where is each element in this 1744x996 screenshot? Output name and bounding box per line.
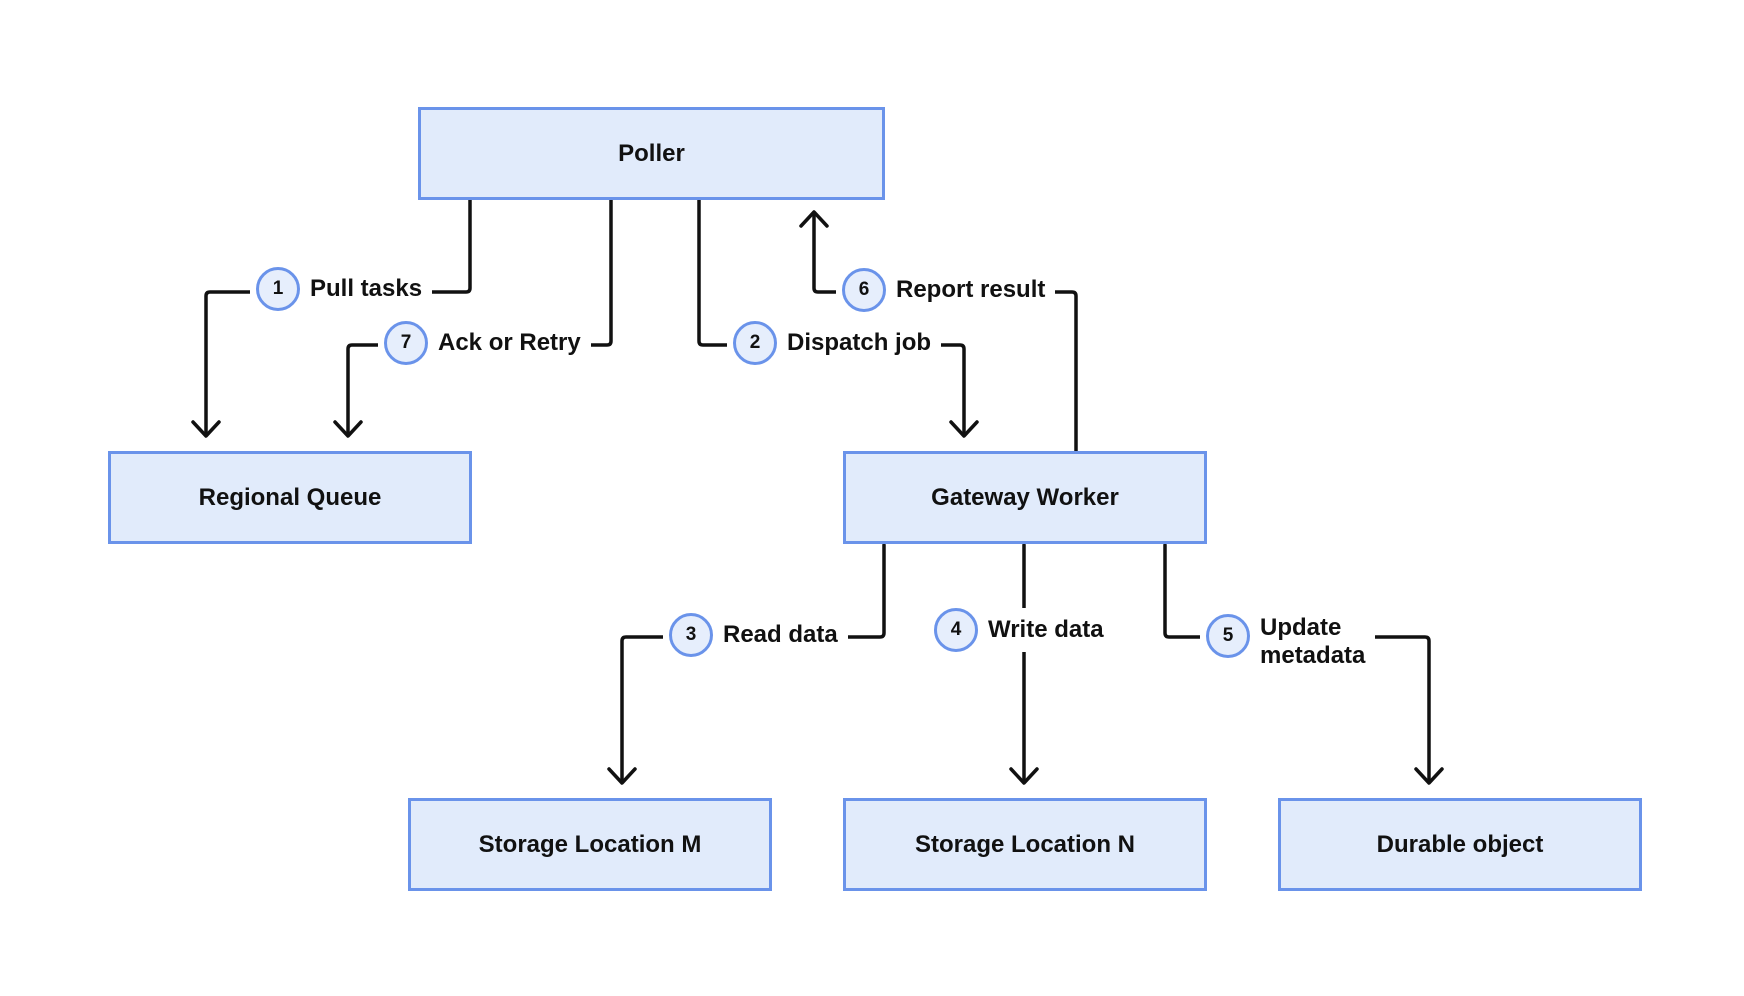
step-3-label: 3 Read data [663, 613, 848, 657]
step-7-label: 7 Ack or Retry [378, 321, 591, 365]
edge-dispatch-job [697, 198, 966, 437]
arrowhead-ack-retry [333, 420, 363, 438]
step-1-badge: 1 [256, 267, 300, 311]
storage-location-m-node: Storage Location M [408, 798, 772, 891]
storage-location-m-label: Storage Location M [478, 830, 702, 858]
arrowhead-update-metadata [1414, 767, 1444, 785]
storage-location-n-node: Storage Location N [843, 798, 1207, 891]
step-5-text: Update metadata [1260, 614, 1366, 669]
arrowhead-report-result [799, 210, 829, 228]
step-4-badge: 4 [934, 608, 978, 652]
arrowhead-dispatch-job [949, 420, 979, 438]
gateway-worker-node: Gateway Worker [843, 451, 1207, 544]
step-1-text: Pull tasks [310, 275, 423, 302]
durable-object-label: Durable object [1376, 830, 1544, 858]
poller-label: Poller [618, 139, 685, 167]
step-1-label: 1 Pull tasks [250, 267, 433, 311]
gateway-worker-label: Gateway Worker [931, 483, 1119, 511]
storage-location-n-label: Storage Location N [914, 830, 1136, 858]
durable-object-node: Durable object [1278, 798, 1642, 891]
step-5-label: 5 Update metadata [1200, 614, 1376, 670]
step-3-badge: 3 [669, 613, 713, 657]
regional-queue-label: Regional Queue [198, 483, 382, 511]
step-2-badge: 2 [733, 321, 777, 365]
step-7-badge: 7 [384, 321, 428, 365]
step-6-badge: 6 [842, 268, 886, 312]
step-6-text: Report result [896, 276, 1046, 303]
step-4-label: 4 Write data [928, 608, 1114, 652]
regional-queue-node: Regional Queue [108, 451, 472, 544]
edge-read-data [620, 543, 886, 784]
arrowhead-read-data [607, 767, 637, 785]
step-3-text: Read data [723, 621, 838, 648]
edge-pull-tasks [204, 198, 472, 437]
arrowhead-pull-tasks [191, 420, 221, 438]
step-4-text: Write data [988, 616, 1104, 643]
step-2-text: Dispatch job [787, 329, 932, 356]
poller-node: Poller [418, 107, 885, 200]
arrowhead-write-data [1009, 767, 1039, 785]
step-2-label: 2 Dispatch job [727, 321, 942, 365]
step-6-label: 6 Report result [836, 268, 1056, 312]
step-7-text: Ack or Retry [438, 329, 581, 356]
step-5-badge: 5 [1206, 614, 1250, 658]
edge-ack-retry [346, 198, 613, 437]
